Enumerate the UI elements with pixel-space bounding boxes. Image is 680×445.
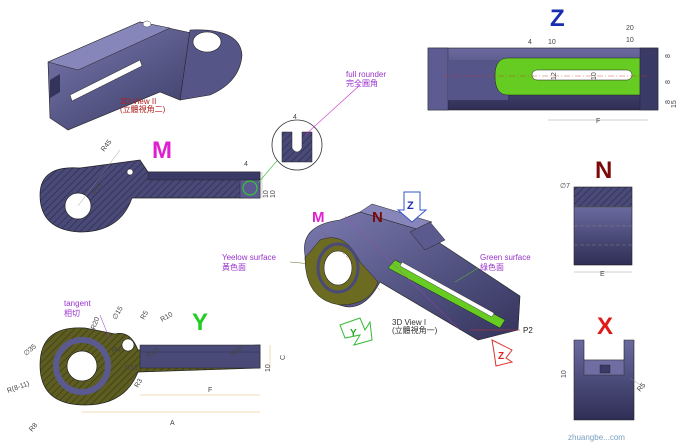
- x-view: R5 10: [561, 339, 647, 421]
- dim-detail-4: 4: [293, 114, 297, 121]
- z-dim-15: 15: [671, 100, 678, 108]
- 3d-view-2: 3D View II (立體視角二): [47, 20, 243, 131]
- arrow-z-letter: Z: [407, 200, 414, 212]
- y-dim-r3: R3: [134, 378, 145, 389]
- y-dim-a: A: [170, 420, 175, 427]
- dim-m-10b: 10: [270, 190, 277, 198]
- n-dim-o7: ∅7: [560, 183, 570, 190]
- z-dim-10c: 10: [591, 72, 598, 80]
- y-dim-r4: R4: [112, 347, 121, 354]
- arrow-z-lower: Z: [491, 339, 514, 367]
- y-dim-r18: R18: [125, 365, 138, 372]
- dim-r45: R45: [100, 139, 113, 154]
- y-dim-f: F: [208, 387, 212, 394]
- watermark: zhuangbe...com: [568, 433, 625, 442]
- p2-label: P2: [523, 326, 533, 335]
- full-rounder-label: full rounder: [346, 70, 386, 79]
- letter-z: Z: [550, 5, 565, 32]
- y-dim-d35: ∅35: [23, 343, 38, 357]
- x-dim-r5: R5: [636, 382, 647, 393]
- y-dim-d15: ∅15: [112, 305, 125, 321]
- y-dim-10: 10: [265, 364, 272, 372]
- arrow-z2-letter: Z: [498, 351, 504, 362]
- y-dim-r20: R20: [90, 316, 101, 331]
- green-surface-label-cn: 綠色面: [480, 262, 504, 272]
- z-dim-f: F: [596, 118, 600, 125]
- z-view: F 20 10 10 4 12 10 8 8 8 15: [427, 25, 678, 125]
- letter-n-small: N: [372, 209, 383, 226]
- view3d-2-label-cn: (立體視角二): [120, 104, 166, 114]
- tangent-label: tangent: [64, 299, 91, 308]
- letter-n: N: [595, 157, 612, 184]
- 3d-view-1: P2 3D View I (立體視角一) Yeelow surface 黃色面 …: [222, 203, 533, 341]
- z-dim-10b: 10: [548, 39, 556, 46]
- m-view: R45 R15 4 10 10 full rounder 完全圓角 4: [39, 70, 386, 233]
- full-rounder-label-cn: 完全圓角: [346, 78, 378, 88]
- letter-m: M: [152, 137, 172, 164]
- y-dim-r811: R(8-11): [6, 380, 30, 395]
- z-dim-8b: 8: [665, 80, 672, 84]
- z-dim-8a: 8: [665, 54, 672, 58]
- y-dim-r10a: R10: [160, 311, 175, 324]
- arrow-z-down: Z: [396, 191, 428, 223]
- z-dim-20: 20: [626, 25, 634, 32]
- x-dim-10: 10: [561, 370, 568, 378]
- letter-m-small: M: [312, 209, 325, 226]
- letter-x: X: [597, 313, 613, 340]
- view3d-1-label-cn: (立體視角一): [392, 325, 438, 335]
- letter-y: Y: [192, 309, 208, 336]
- yellow-surface-label-cn: 黃色面: [222, 262, 246, 272]
- z-dim-12: 12: [551, 72, 558, 80]
- y-dim-r8: R8: [28, 422, 39, 433]
- z-dim-10a: 10: [626, 37, 634, 44]
- dim-m-4: 4: [244, 161, 248, 168]
- z-dim-4: 4: [528, 39, 532, 46]
- arrow-y: Y: [339, 317, 373, 346]
- n-view: ∅7 E: [560, 183, 633, 278]
- arrow-y-letter: Y: [350, 328, 357, 339]
- dim-m-10: 10: [263, 190, 270, 198]
- n-dim-e: E: [600, 271, 605, 278]
- tangent-label-cn: 相切: [64, 308, 80, 318]
- view3d-1-label: 3D View I: [392, 318, 426, 327]
- z-dim-8c: 8: [665, 100, 672, 104]
- view3d-2-label: 3D View II: [120, 97, 156, 106]
- y-view: tangent 相切 ∅35 R(8-11) R8 ∅15 R5 R10 R10…: [6, 299, 287, 433]
- y-dim-r5: R5: [140, 310, 151, 321]
- green-surface-label: Green surface: [480, 253, 531, 262]
- y-dim-c: C: [280, 355, 287, 360]
- yellow-surface-label: Yeelow surface: [222, 253, 277, 262]
